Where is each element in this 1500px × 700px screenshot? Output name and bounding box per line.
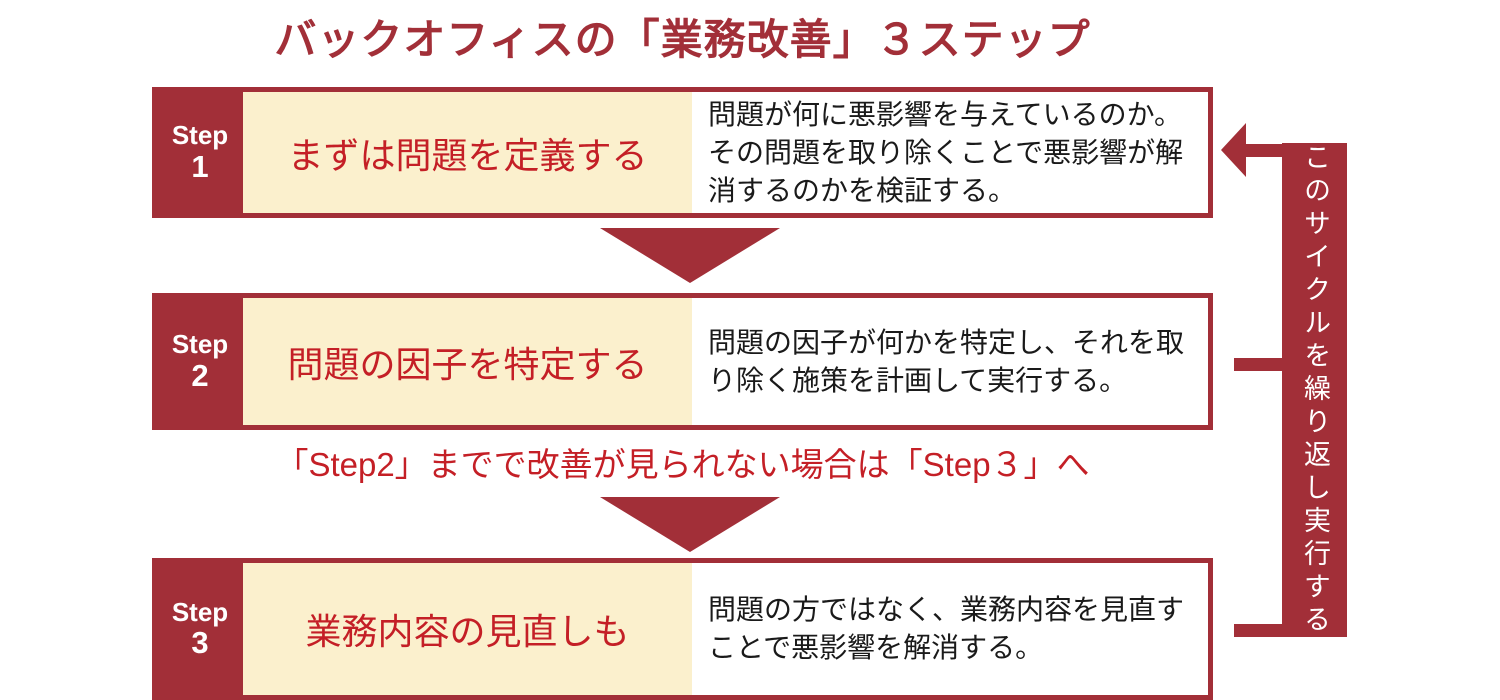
step-2-tab-label: Step bbox=[171, 329, 229, 360]
step-1-heading: まずは問題を定義する bbox=[243, 92, 692, 213]
cycle-connector-middle bbox=[1234, 358, 1284, 371]
down-arrow-icon-1 bbox=[600, 228, 780, 283]
step-1-tab: Step 1 bbox=[157, 92, 243, 213]
step-1-tab-label: Step bbox=[171, 120, 229, 151]
step-3-description: 問題の方ではなく、業務内容を見直すことで悪影響を解消する。 bbox=[708, 594, 1185, 663]
return-arrow-icon bbox=[1221, 123, 1246, 177]
step-2-heading: 問題の因子を特定する bbox=[243, 298, 692, 425]
step-2-tab-number: 2 bbox=[191, 357, 209, 393]
cycle-connector-top bbox=[1244, 144, 1284, 157]
step-row-1: Step 1 まずは問題を定義する 問題が何に悪影響を与えているのか。その問題を… bbox=[152, 87, 1213, 218]
step-3-tab-label: Step bbox=[171, 596, 229, 627]
step-row-3: Step 3 業務内容の見直しも 問題の方ではなく、業務内容を見直すことで悪影響… bbox=[152, 558, 1213, 700]
step-3-heading: 業務内容の見直しも bbox=[243, 563, 692, 695]
page-title: バックオフィスの「業務改善」３ステップ bbox=[274, 16, 1091, 63]
step-1-description: 問題が何に悪影響を与えているのか。その問題を取り除くことで悪影響が解消するのかを… bbox=[708, 98, 1184, 206]
cycle-connector-bottom bbox=[1234, 624, 1284, 637]
cycle-bar: このサイクルを繰り返し実行する bbox=[1282, 142, 1347, 638]
step-2-tab: Step 2 bbox=[157, 298, 243, 425]
step-2-description: 問題の因子が何かを特定し、それを取り除く施策を計画して実行する。 bbox=[708, 326, 1185, 396]
fallback-note: 「Step2」までで改善が見られない場合は「Step３」へ bbox=[275, 446, 1090, 483]
step-row-2: Step 2 問題の因子を特定する 問題の因子が何かを特定し、それを取り除く施策… bbox=[152, 293, 1213, 430]
step-3-tab: Step 3 bbox=[157, 563, 243, 695]
step-3-tab-number: 3 bbox=[191, 625, 209, 661]
step-1-tab-number: 1 bbox=[191, 148, 209, 184]
cycle-label: このサイクルを繰り返し実行する bbox=[1300, 142, 1330, 638]
down-arrow-icon-2 bbox=[600, 497, 780, 552]
